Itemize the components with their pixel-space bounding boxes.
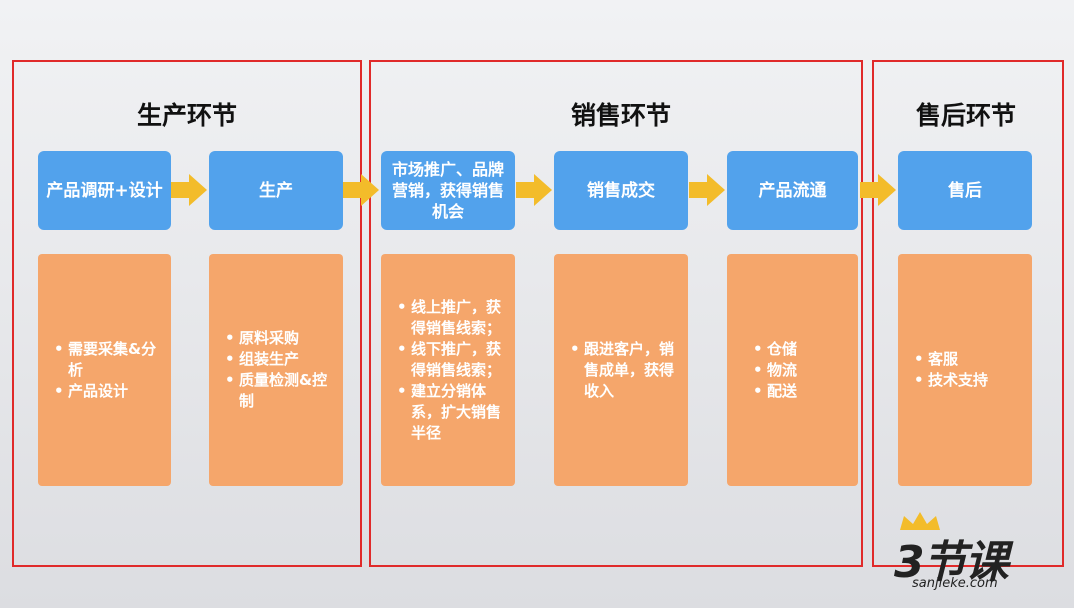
detail-item: 建立分销体系，扩大销售半径 bbox=[397, 381, 505, 444]
arrow-1 bbox=[171, 174, 209, 206]
section-frame-production bbox=[12, 60, 362, 567]
detail-item: 线上推广，获得销售线索； bbox=[397, 297, 505, 339]
step-production: 生产 bbox=[209, 151, 343, 230]
detail-item: 技术支持 bbox=[914, 370, 988, 391]
detail-box-after-sales: 客服 技术支持 bbox=[898, 254, 1032, 486]
step-after-sales: 售后 bbox=[898, 151, 1032, 230]
detail-item: 仓储 bbox=[753, 339, 797, 360]
step-marketing: 市场推广、品牌营销，获得销售机会 bbox=[381, 151, 515, 230]
detail-item: 需要采集&分析 bbox=[54, 339, 161, 381]
detail-item: 物流 bbox=[753, 360, 797, 381]
arrow-4 bbox=[689, 174, 727, 206]
arrow-5 bbox=[860, 174, 898, 206]
arrow-2 bbox=[343, 174, 381, 206]
detail-item: 线下推广，获得销售线索； bbox=[397, 339, 505, 381]
step-product-research: 产品调研+设计 bbox=[38, 151, 171, 230]
detail-box-production: 原料采购 组装生产 质量检测&控制 bbox=[209, 254, 343, 486]
detail-item: 质量检测&控制 bbox=[225, 370, 333, 412]
detail-item: 产品设计 bbox=[54, 381, 161, 402]
detail-box-sales-deal: 跟进客户，销售成单，获得收入 bbox=[554, 254, 688, 486]
crown-icon bbox=[900, 512, 940, 530]
arrow-3 bbox=[516, 174, 554, 206]
section-frame-sales bbox=[369, 60, 863, 567]
detail-box-product-research: 需要采集&分析 产品设计 bbox=[38, 254, 171, 486]
step-distribution: 产品流通 bbox=[727, 151, 858, 230]
section-frame-after-sales bbox=[872, 60, 1064, 567]
detail-item: 组装生产 bbox=[225, 349, 333, 370]
detail-item: 客服 bbox=[914, 349, 988, 370]
step-sales-deal: 销售成交 bbox=[554, 151, 688, 230]
logo-text: 3节课 bbox=[894, 537, 1009, 588]
section-title-sales: 销售环节 bbox=[570, 101, 671, 130]
logo-url: sanjieke.com bbox=[912, 576, 998, 591]
section-title-production: 生产环节 bbox=[136, 101, 237, 130]
detail-item: 原料采购 bbox=[225, 328, 333, 349]
brand-logo: 3节课 sanjieke.com bbox=[880, 512, 1060, 600]
detail-box-marketing: 线上推广，获得销售线索； 线下推广，获得销售线索； 建立分销体系，扩大销售半径 bbox=[381, 254, 515, 486]
detail-item: 跟进客户，销售成单，获得收入 bbox=[570, 339, 678, 402]
detail-box-distribution: 仓储 物流 配送 bbox=[727, 254, 858, 486]
detail-item: 配送 bbox=[753, 381, 797, 402]
section-title-after-sales: 售后环节 bbox=[915, 101, 1016, 130]
